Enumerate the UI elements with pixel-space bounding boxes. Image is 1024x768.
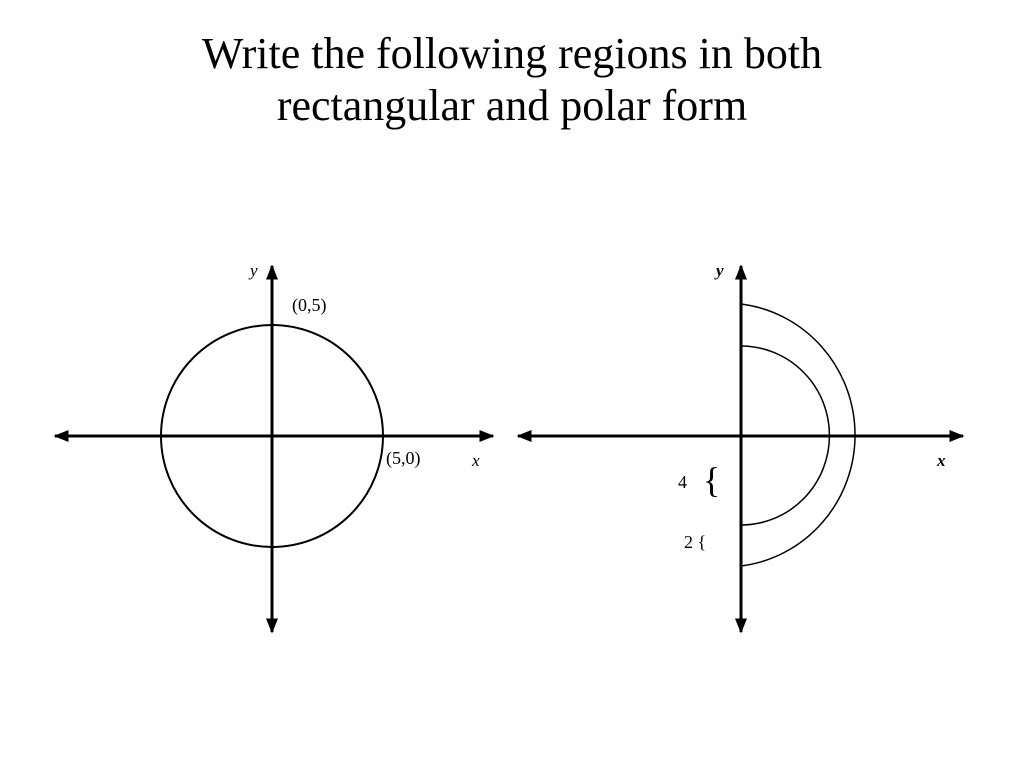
left-y-axis-label: y [248,261,258,280]
right-x-axis-label: x [936,451,946,470]
left-graph: y x (0,5) (5,0) [53,261,495,634]
title-line-2: rectangular and polar form [276,81,748,130]
left-x-axis-label: x [471,451,480,470]
right-brace-inner-label: 2 { [684,532,706,552]
left-circle [160,324,384,548]
right-outer-semicircle [740,303,856,567]
slide-title: Write the following regions in both rect… [0,28,1024,132]
right-y-axis-label: y [714,261,724,280]
left-point-top-label: (0,5) [292,295,327,316]
right-inner-semicircle [740,345,831,526]
right-graph: y x 4 { 2 { [516,261,965,634]
left-point-right-label: (5,0) [386,448,421,469]
right-brace-outer-symbol: { [703,460,720,500]
title-line-1: Write the following regions in both [201,29,823,78]
right-brace-outer-label: 4 [678,472,687,492]
